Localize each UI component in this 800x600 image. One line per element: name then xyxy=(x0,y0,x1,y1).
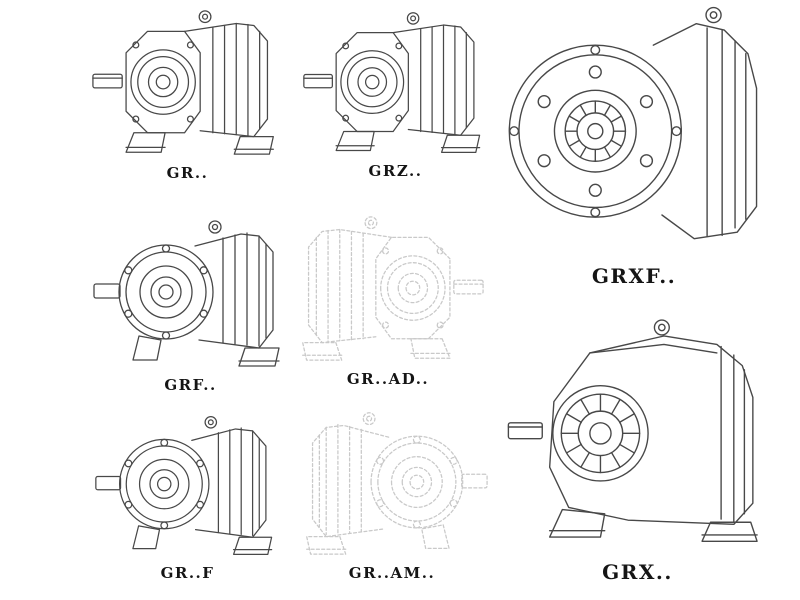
gearbox-foot-mounted-drawing xyxy=(90,4,285,162)
gearbox-large-foot-mounted-drawing xyxy=(505,300,770,554)
figure-label-grf2: GR..F xyxy=(160,564,215,582)
gearbox-flange-mounted-drawing xyxy=(93,408,283,562)
figure-label-grx: GRX.. xyxy=(602,560,673,584)
figure-label-grxf: GRXF.. xyxy=(591,264,677,288)
figure-grad: GR..AD.. xyxy=(288,210,488,388)
figure-grf: GRF.. xyxy=(88,212,293,394)
figure-grf2: GR..F xyxy=(90,408,285,582)
figure-gram: GR..AM.. xyxy=(292,404,492,582)
figure-label-grz: GRZ.. xyxy=(368,162,423,180)
gearbox-flange-front-drawing xyxy=(494,0,774,258)
gearbox-foot-mounted-drawing xyxy=(301,6,491,160)
gearbox-flange-mounted-drawing xyxy=(91,212,291,374)
gearbox-adapter-ghost-drawing xyxy=(291,210,486,368)
gearbox-motor-flange-ghost-drawing xyxy=(295,404,490,562)
figure-grxf: GRXF.. xyxy=(488,0,780,288)
figure-gr: GR.. xyxy=(85,4,290,182)
figure-grz: GRZ.. xyxy=(298,6,493,180)
figure-label-grad: GR..AD.. xyxy=(346,370,430,388)
figure-grx: GRX.. xyxy=(495,300,780,584)
figure-label-gram: GR..AM.. xyxy=(348,564,436,582)
figure-label-gr: GR.. xyxy=(166,164,209,182)
figure-label-grf: GRF.. xyxy=(164,376,217,394)
